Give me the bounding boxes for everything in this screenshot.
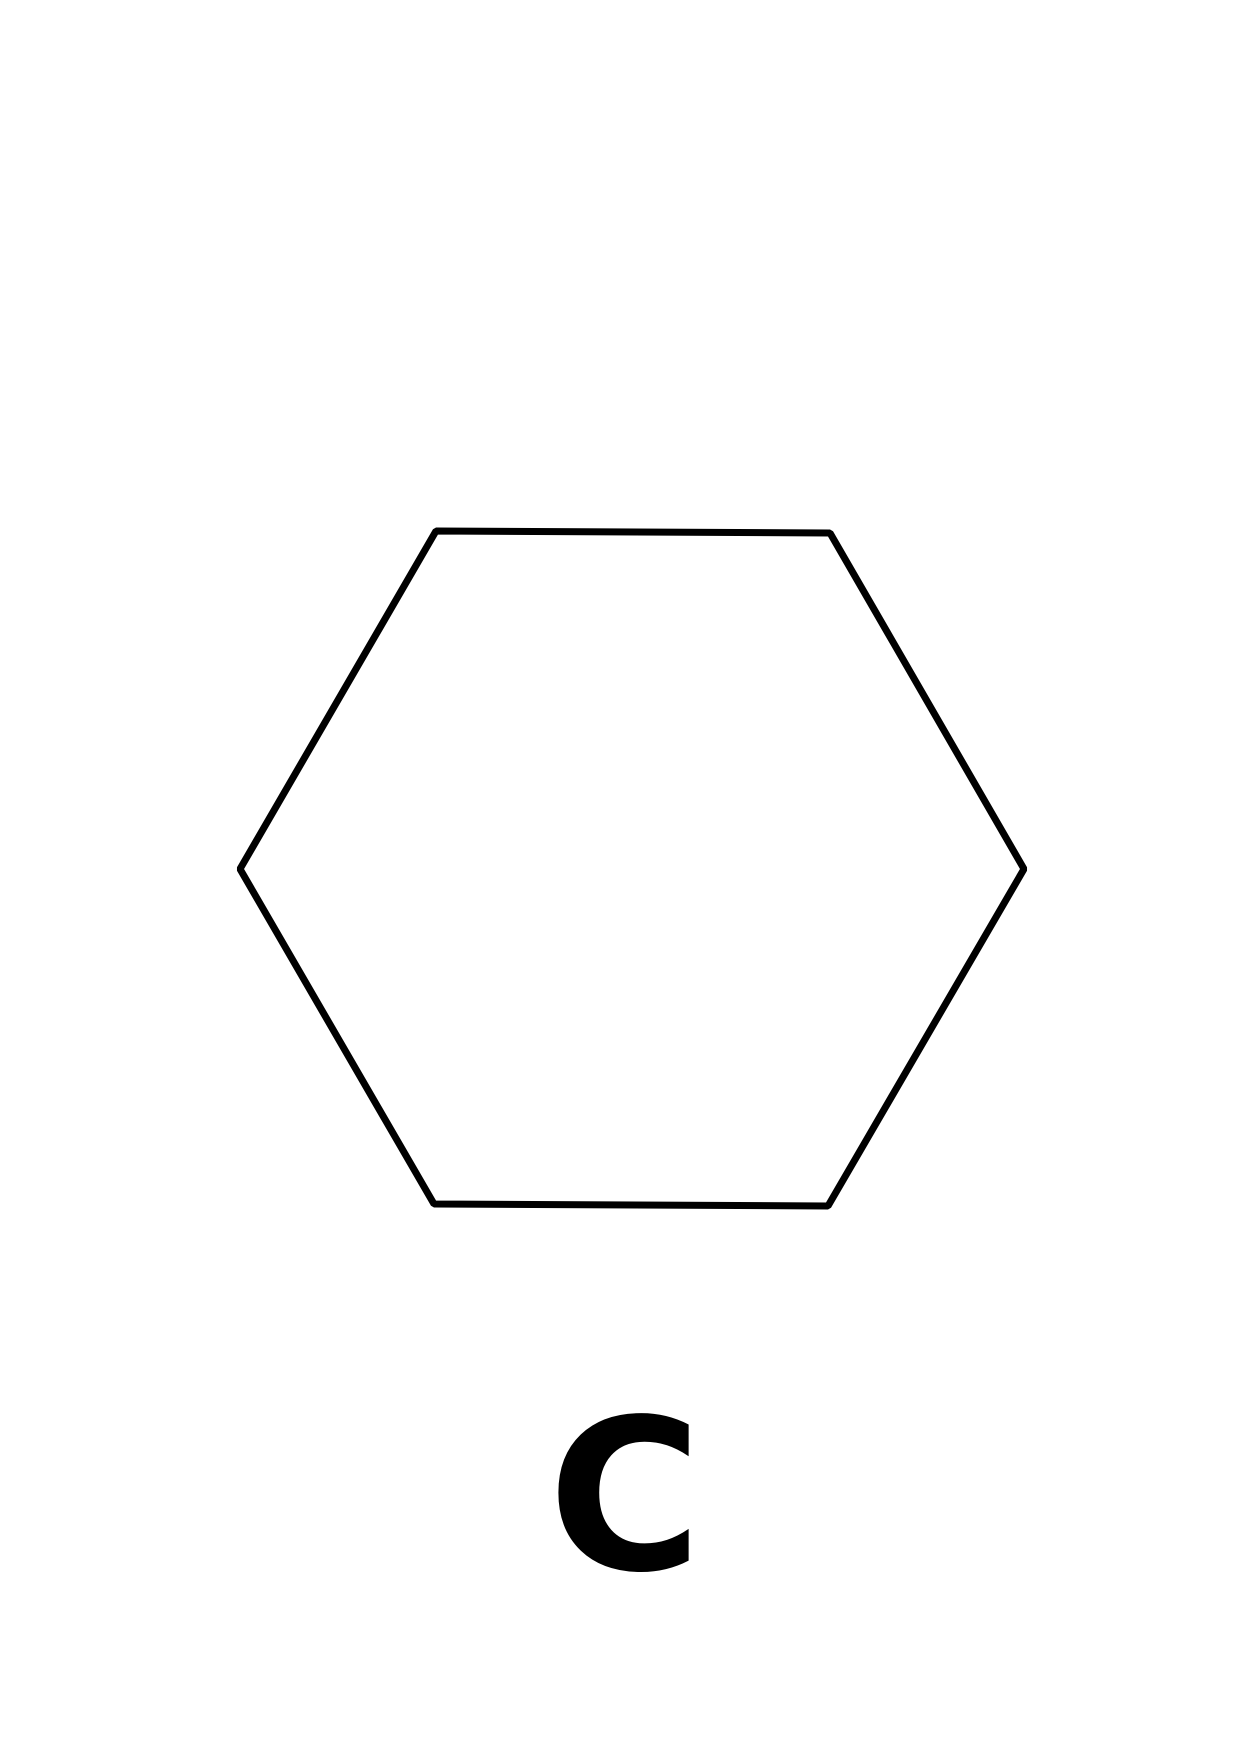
figure-label: C [547, 1374, 703, 1619]
hexagon-shape [236, 527, 1028, 1210]
